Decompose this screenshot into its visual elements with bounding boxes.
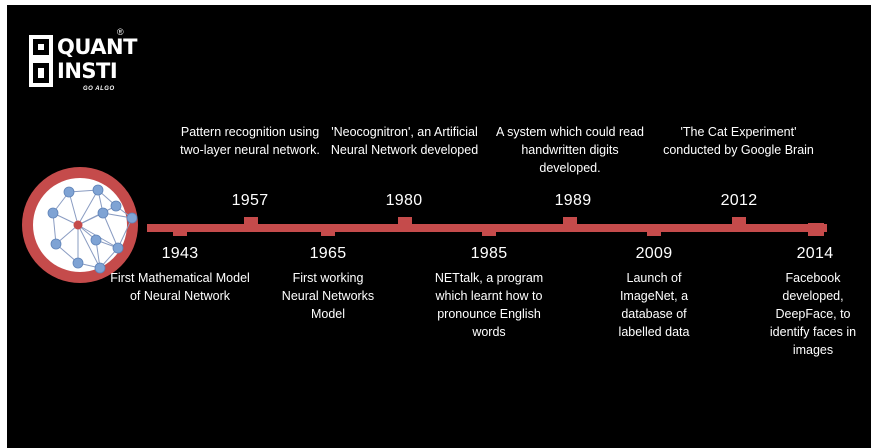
event-1957-description: Pattern recognition using two-layer neur… (180, 125, 320, 157)
year-1943: 1943 (161, 245, 199, 262)
logo-tagline: GO ALGO (83, 86, 115, 92)
year-2009: 2009 (635, 245, 673, 262)
year-1980: 1980 (385, 192, 423, 209)
year-1965: 1965 (309, 245, 347, 262)
event-1943-description: First Mathematical Model of Neural Netwo… (110, 271, 250, 303)
event-1985-description: NETtalk, a program which learnt how to p… (434, 271, 544, 339)
event-1989-description: A system which could read handwritten di… (496, 125, 644, 175)
year-2012: 2012 (720, 192, 758, 209)
year-1957: 1957 (231, 192, 269, 209)
event-2009-description: Launch of ImageNet, a database of labell… (618, 271, 690, 339)
logo-text-line2: INSTI (57, 59, 118, 83)
logo-text-line1: QUANT (57, 35, 137, 59)
event-2012-description: 'The Cat Experiment' conducted by Google… (663, 125, 814, 157)
tick-2009 (647, 227, 661, 236)
tick-1957 (244, 217, 258, 226)
tick-1980 (398, 217, 412, 226)
tick-1943 (173, 227, 187, 236)
tick-1989 (563, 217, 577, 226)
timeline-canvas: QUANT INSTI ® GO ALGO (7, 5, 871, 448)
tick-2012 (732, 217, 746, 226)
tick-2014 (808, 223, 824, 236)
year-2014: 2014 (796, 245, 834, 262)
event-2014-description: Facebook developed, DeepFace, to identif… (769, 271, 857, 357)
year-1985: 1985 (470, 245, 508, 262)
tick-1985 (482, 227, 496, 236)
neural-network-icon (22, 167, 138, 283)
logo-registered-mark: ® (117, 27, 124, 37)
year-1989: 1989 (554, 192, 592, 209)
logo-mark-icon (29, 35, 53, 87)
event-1965-description: First working Neural Networks Model (281, 271, 375, 321)
event-1980-description: 'Neocognitron', an Artificial Neural Net… (330, 125, 479, 157)
quantinsti-logo: QUANT INSTI ® GO ALGO (29, 21, 137, 101)
tick-1965 (321, 227, 335, 236)
